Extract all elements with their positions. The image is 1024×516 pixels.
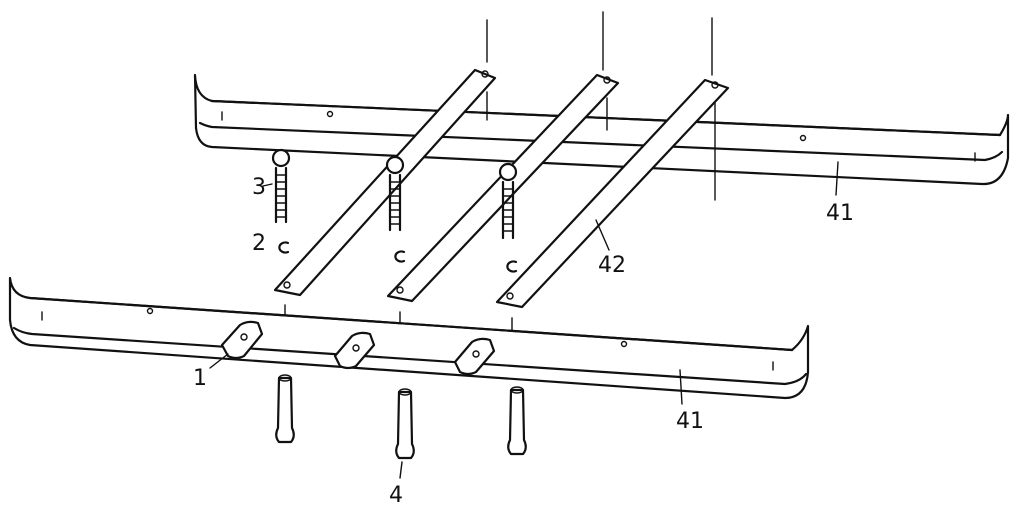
lower-rail — [8, 276, 810, 400]
washers — [278, 241, 518, 273]
screw-1 — [271, 148, 291, 224]
label-part-3: 3 — [252, 175, 266, 200]
pins — [275, 374, 527, 460]
label-rail-upper: 41 — [826, 201, 854, 226]
label-part-2: 2 — [252, 231, 266, 256]
label-rail-lower: 41 — [676, 409, 704, 434]
label-part-1: 1 — [193, 366, 207, 391]
crossbar-right — [495, 78, 730, 309]
crossbar-left — [273, 68, 497, 297]
screw-3 — [498, 162, 518, 240]
label-part-4: 4 — [389, 483, 403, 508]
clips — [220, 320, 496, 376]
screw-2 — [385, 155, 405, 232]
upper-rail — [193, 73, 1010, 186]
axis-lines — [284, 11, 716, 337]
leader-lines — [209, 161, 839, 479]
label-crossbar: 42 — [598, 253, 626, 278]
